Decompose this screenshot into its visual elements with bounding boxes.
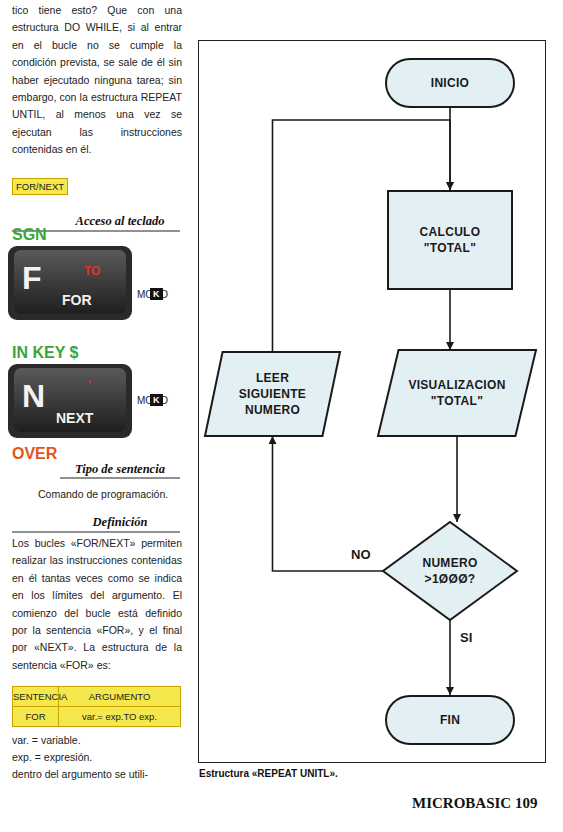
node-shape [383, 522, 517, 620]
node-shape [205, 352, 340, 436]
key-f [8, 246, 132, 320]
body-text: Comando de programación. [38, 486, 168, 503]
body-text: dentro del argumento se utili- [12, 766, 148, 783]
node-label: FIN [395, 712, 505, 728]
key-n [8, 364, 132, 438]
table-cell: FOR [13, 711, 58, 722]
section-heading: Acceso al teclado [60, 214, 180, 229]
node-outline [383, 522, 517, 620]
mode-key: K [150, 288, 163, 300]
flow-arrow [449, 620, 451, 695]
diagram-frame [199, 41, 546, 763]
output-parallelogram: VISUALIZACION "TOTAL" [378, 350, 536, 436]
node-label-group: LEER SIGUIENTE NUMERO [231, 370, 315, 418]
input-parallelogram: LEER SIGUIENTE NUMERO [205, 352, 340, 436]
flow-arrow [456, 436, 458, 522]
body-text: Los bucles «FOR/NEXT» permiten realizar … [12, 535, 182, 674]
page-footer: MICROBASIC 109 [412, 795, 537, 812]
node-label-group: VISUALIZACION "TOTAL" [398, 377, 516, 409]
node-label-group: INICIO [395, 75, 505, 91]
section-heading: Tipo de sentencia [60, 462, 180, 477]
node-label-group: FIN [395, 712, 505, 728]
terminal-start: INICIO [385, 58, 515, 108]
node-label-group: CALCULO "TOTAL" [410, 224, 490, 256]
key-keyword: SGN [12, 226, 47, 244]
syntax-table [12, 686, 181, 727]
node-outline [378, 350, 536, 436]
figure-caption: Estructura «REPEAT UNITL». [199, 768, 338, 779]
node-label: NUMERO >1ØØØ? [415, 555, 485, 587]
node-label: LEER SIGUIENTE NUMERO [231, 370, 315, 418]
key-letter: N [22, 378, 45, 415]
key-keyword: IN KEY $ [12, 344, 78, 362]
decision-diamond: NUMERO >1ØØØ? [383, 522, 517, 620]
table-cell: var.= exp.TO exp. [59, 711, 180, 722]
heading-rule [12, 532, 180, 533]
key-letter: F [22, 260, 42, 297]
table-cell: ARGUMENTO [59, 691, 180, 702]
heading-rule [60, 478, 180, 479]
key-command: NEXT [56, 410, 93, 426]
node-label: VISUALIZACION "TOTAL" [398, 377, 516, 409]
node-label: INICIO [395, 75, 505, 91]
terminal-end: FIN [385, 695, 515, 745]
body-text: exp. = expresión. [12, 749, 92, 766]
flow-arrow [273, 436, 384, 571]
table-cell: SENTENCIA [13, 691, 58, 702]
key-symbol: ' [88, 378, 91, 392]
body-text: var. = variable. [12, 732, 81, 749]
node-label-group: NUMERO >1ØØØ? [415, 555, 485, 587]
key-keyword: OVER [12, 445, 57, 463]
node-shape [378, 350, 536, 436]
key-symbol: TO [84, 264, 100, 278]
key-command: FOR [62, 292, 92, 308]
body-text: tico tiene esto? Que con una estructura … [12, 2, 182, 159]
process-box: CALCULO "TOTAL" [387, 190, 513, 290]
flow-arrow [449, 290, 451, 350]
branch-label: SI [458, 630, 474, 645]
topic-tag: FOR/NEXT [12, 178, 68, 195]
section-heading: Definición [60, 515, 180, 530]
branch-label: NO [349, 547, 373, 562]
node-label: CALCULO "TOTAL" [410, 224, 490, 256]
mode-key: K [150, 394, 163, 406]
